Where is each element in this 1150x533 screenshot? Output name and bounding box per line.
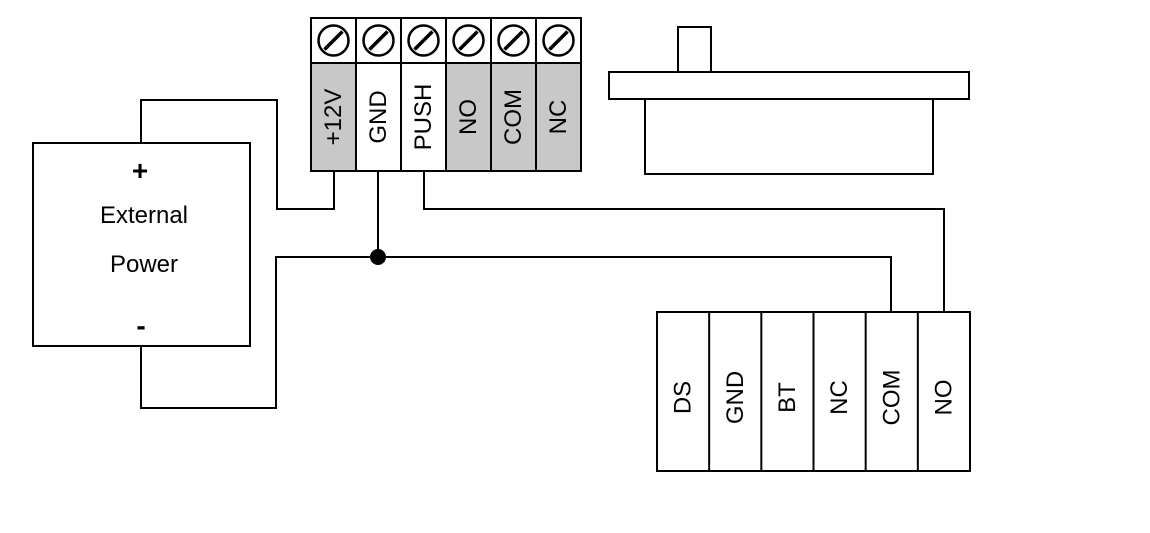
- lock-housing: [644, 98, 934, 175]
- power-minus-sign: -: [136, 310, 145, 341]
- lock-terminal-label-com: COM: [878, 370, 905, 426]
- lock-faceplate: [608, 71, 970, 100]
- lock-plunger: [677, 26, 712, 73]
- wire-positive-to-12v: [140, 99, 335, 210]
- button-terminal-cell-com: [492, 64, 535, 170]
- lock-terminal-block: DS GND BT NC COM NO: [656, 311, 971, 472]
- wire-negative-to-ground: [140, 256, 378, 409]
- lock-terminal-label-bt: BT: [774, 382, 801, 413]
- wiring: [140, 99, 945, 409]
- button-terminal-cell-plus-12v: [312, 64, 355, 170]
- screw-icon: [317, 24, 350, 57]
- screw-icon: [542, 24, 575, 57]
- power-supply-box: [32, 142, 251, 347]
- power-label-line1: External: [100, 202, 188, 229]
- button-terminal-label-plus-12v: +12V: [320, 89, 347, 146]
- button-terminal-label-no: NO: [455, 99, 482, 135]
- screw-icon: [452, 24, 485, 57]
- lock-terminal-label-no: NO: [930, 380, 957, 416]
- button-terminal-label-com: COM: [500, 89, 527, 145]
- button-terminal-cell-push: [402, 64, 445, 170]
- power-label-line2: Power: [110, 251, 178, 278]
- lock-body: [608, 26, 970, 175]
- wire-ground-to-lock-com: [378, 256, 892, 312]
- screw-icon: [497, 24, 530, 57]
- button-terminal-cell-gnd: [357, 64, 400, 170]
- lock-terminal-label-gnd: GND: [722, 371, 749, 424]
- lock-terminal-label-ds: DS: [670, 381, 697, 414]
- button-terminal-label-push: PUSH: [410, 84, 437, 151]
- button-terminal-cell-no: [447, 64, 490, 170]
- screw-icon: [407, 24, 440, 57]
- lock-terminal-label-nc: NC: [826, 380, 853, 415]
- external-power-supply: + External Power -: [32, 142, 251, 347]
- wire-push-to-lock-no: [423, 171, 945, 312]
- exit-button-terminal-block: +12V GND PUSH NO COM NC: [310, 17, 582, 172]
- power-plus-sign: +: [132, 155, 148, 186]
- button-terminal-label-nc: NC: [545, 100, 572, 135]
- ground-junction-dot: [370, 249, 386, 265]
- screw-icon: [362, 24, 395, 57]
- button-terminal-label-gnd: GND: [365, 90, 392, 143]
- button-terminal-cell-nc: [537, 64, 580, 170]
